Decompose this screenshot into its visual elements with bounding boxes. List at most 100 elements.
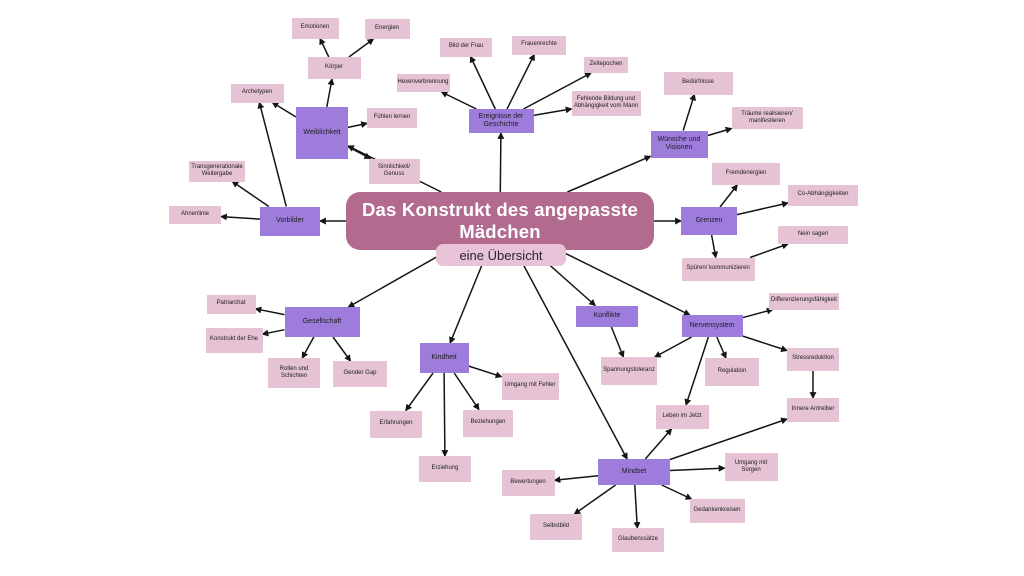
node-transgenerationale[interactable]: Transgenerationale Weitergabe: [189, 160, 245, 182]
node-label: Differenzierungsfähigkeit: [771, 297, 837, 304]
node-stressreduktion[interactable]: Stressreduktion: [787, 347, 839, 371]
node-sinnlichkeit[interactable]: Sinnlichkeit/ Genuss: [368, 158, 420, 184]
node-label: Innere Antreiber: [791, 406, 835, 413]
edge-gesellschaft-rollen: [301, 336, 315, 359]
node-label: Gender Gap: [343, 370, 377, 377]
node-label: Zeitepochen: [589, 61, 623, 68]
edge-ereignisse-fehlende-bildung: [533, 106, 573, 117]
node-glaubenssaetze[interactable]: Glaubenssätze: [612, 528, 664, 552]
node-ahnenlinie[interactable]: Ahnenlinie: [169, 206, 221, 224]
edge-spueren-nein-sagen: [749, 242, 789, 259]
edge-grenzen-co-abhaengigkeiten: [736, 200, 790, 216]
node-fremdenergien[interactable]: Fremdenergien: [712, 163, 780, 185]
node-ereignisse[interactable]: Ereignisse der Geschichte: [468, 109, 534, 133]
edge-nervensystem-leben-im-jetzt: [684, 336, 710, 406]
node-frauenrechte[interactable]: Frauenrechte: [512, 35, 566, 55]
node-umgang-fehler[interactable]: Umgang mit Fehler: [501, 372, 559, 400]
node-gesellschaft[interactable]: Gesellschaft: [284, 307, 360, 337]
node-co-abhaengigkeiten[interactable]: Co-Abhängigkeiten: [788, 184, 858, 206]
node-beduerfnisse[interactable]: Bedürfnisse: [663, 71, 733, 95]
edge-weiblichkeit-sinnlichkeit: [347, 146, 372, 160]
node-vorbilder[interactable]: Vorbilder: [260, 206, 320, 236]
node-nein-sagen[interactable]: Nein sagen: [778, 226, 848, 244]
node-label: Frauenrechte: [521, 41, 557, 48]
node-label: Stressreduktion: [792, 355, 834, 362]
edge-weiblichkeit-archetypen: [271, 101, 297, 118]
node-label: Träume realisieren/ manifestieren: [741, 110, 793, 125]
edge-grenzen-fremdenergien: [719, 184, 738, 208]
node-label: Energien: [374, 25, 400, 32]
node-kindheit[interactable]: Kindheit: [419, 343, 469, 373]
node-nervensystem[interactable]: Nervensystem: [681, 315, 743, 337]
node-label: Konstrukt der Ehe: [209, 336, 259, 343]
node-energien[interactable]: Energien: [364, 19, 410, 39]
node-label: Archetypen: [241, 89, 273, 96]
node-central[interactable]: Das Konstrukt des angepasste Mädchen: [346, 192, 654, 250]
node-archetypen[interactable]: Archetypen: [230, 83, 284, 103]
node-gender-gap[interactable]: Gender Gap: [333, 361, 387, 387]
node-koerper[interactable]: Körper: [307, 57, 361, 79]
edge-ereignisse-zeitepochen: [523, 72, 592, 110]
node-selbstbild[interactable]: Selbstbild: [530, 514, 582, 540]
edge-wuensche-beduerfnisse: [682, 93, 696, 131]
edge-mindset-gedankenkreisen: [661, 484, 693, 500]
node-mindset[interactable]: Mindset: [598, 459, 670, 485]
edge-gesellschaft-gender-gap: [332, 336, 352, 362]
node-beziehungen[interactable]: Beziehungen: [463, 409, 513, 437]
edge-grenzen-spueren: [710, 234, 719, 259]
node-label: Fehlende Bildung und Abhängigkeit vom Ma…: [573, 95, 639, 110]
node-label: Beziehungen: [470, 419, 506, 426]
node-label: Glaubenssätze: [617, 536, 659, 543]
node-label: Erfahrungen: [379, 420, 413, 427]
node-label: Nein sagen: [797, 231, 829, 238]
node-fuehlen[interactable]: Fühlen lernen: [367, 108, 417, 128]
node-regulation[interactable]: Regulation: [705, 358, 759, 386]
node-label: Rollen und Schichten: [279, 365, 309, 380]
node-konflikte[interactable]: Konflikte: [576, 305, 638, 327]
node-label: Das Konstrukt des angepasste Mädchen: [362, 199, 638, 242]
edge-vorbilder-archetypen: [257, 101, 288, 207]
edge-koerper-energien: [348, 38, 375, 58]
node-label: Weiblichkeit: [303, 128, 341, 136]
node-rollen[interactable]: Rollen und Schichten: [268, 358, 320, 388]
node-konstrukt-ehe[interactable]: Konstrukt der Ehe: [205, 327, 263, 353]
node-label: Transgenerationale Weitergabe: [191, 163, 243, 178]
node-label: Gedankenkreisen: [693, 507, 741, 514]
edge-gesellschaft-patriarchat: [254, 306, 285, 316]
node-erziehung[interactable]: Erziehung: [419, 456, 471, 482]
node-innere-antreiber[interactable]: Innere Antreiber: [787, 398, 839, 422]
node-label: Konflikte: [593, 311, 621, 319]
node-label: Regulation: [717, 368, 747, 375]
edge-kindheit-beziehungen: [453, 372, 480, 411]
node-traeume[interactable]: Träume realisieren/ manifestieren: [731, 107, 803, 129]
node-spannungstoleranz[interactable]: Spannungstoleranz: [601, 357, 657, 385]
node-fehlende-bildung[interactable]: Fehlende Bildung und Abhängigkeit vom Ma…: [571, 90, 641, 116]
node-label: Bedürfnisse: [682, 79, 714, 86]
edge-nervensystem-stressreduktion: [742, 335, 788, 352]
node-erfahrungen[interactable]: Erfahrungen: [370, 410, 422, 438]
edge-weiblichkeit-koerper: [326, 77, 335, 108]
node-subtitle[interactable]: eine Übersicht: [436, 244, 566, 266]
edge-mindset-bewertungen: [553, 474, 599, 484]
node-weiblichkeit[interactable]: Weiblichkeit: [296, 107, 348, 159]
node-wuensche[interactable]: Wünsche und Visionen: [650, 130, 708, 158]
node-bild-der-frau[interactable]: Bild der Frau: [440, 37, 492, 57]
node-differenzierung[interactable]: Differenzierungsfähigkeit: [769, 292, 839, 310]
edge-mindset-selbstbild: [573, 484, 617, 515]
node-patriarchat[interactable]: Patriarchat: [206, 294, 256, 314]
node-zeitepochen[interactable]: Zeitepochen: [584, 57, 628, 73]
edge-kindheit-umgang-fehler: [468, 365, 503, 379]
node-label: Hexenverbrennung: [397, 79, 449, 86]
node-spueren[interactable]: Spüren/ kommunizieren: [681, 257, 755, 281]
node-leben-im-jetzt[interactable]: Leben im Jetzt: [655, 405, 709, 429]
node-emotionen[interactable]: Emotionen: [291, 17, 339, 39]
node-label: Patriarchat: [216, 300, 246, 307]
node-umgang-sorgen[interactable]: Umgang mit Sorgen: [724, 453, 778, 481]
node-gedankenkreisen[interactable]: Gedankenkreisen: [689, 499, 745, 523]
node-grenzen[interactable]: Grenzen: [681, 207, 737, 235]
node-hexenverbrennung[interactable]: Hexenverbrennung: [396, 74, 450, 92]
node-label: Mindset: [621, 467, 647, 475]
node-label: Emotionen: [300, 24, 330, 31]
node-bewertungen[interactable]: Bewertungen: [501, 470, 555, 496]
